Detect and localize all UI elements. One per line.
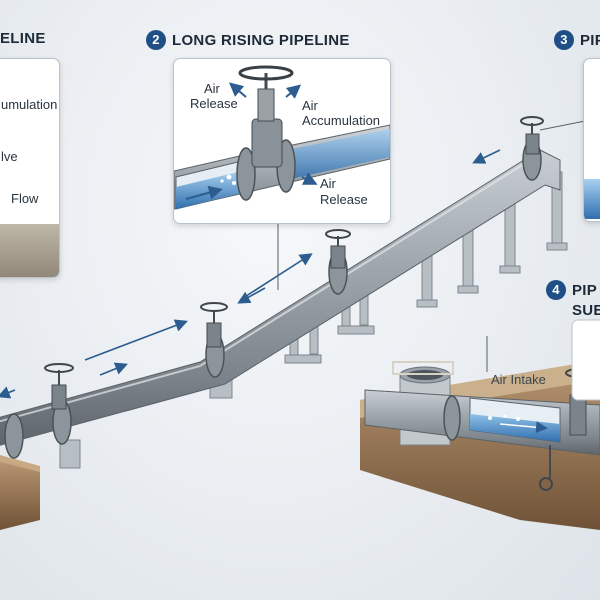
valve-4 [520, 116, 544, 155]
flow-arrows [0, 149, 501, 399]
section-2-title-text: LONG RISING PIPELINE [172, 32, 350, 49]
air-accumulation-label-1: Air [302, 98, 318, 113]
section-4-title-line2: SUE [572, 302, 600, 319]
section-2-badge: 2 [146, 30, 166, 50]
callout-4-frame [571, 319, 600, 401]
section-3-title: 3 PIP [554, 30, 600, 50]
callout-3-leader-line [539, 119, 591, 131]
section-4-title: 4 PIP SUE [546, 280, 600, 321]
air-release-label-right-1: Air [320, 176, 336, 191]
left-callout-pipe-image [0, 224, 59, 277]
section-3-callout [583, 58, 600, 222]
air-release-label-right-2: Release [320, 192, 368, 207]
valve-1 [44, 363, 74, 410]
air-accumulation-label-2: Accumulation [302, 113, 381, 128]
section-1-title: ELINE [0, 30, 46, 47]
valve-3 [325, 229, 351, 269]
air-release-label-left-2: Release [190, 96, 238, 111]
main-callout: Air Release Air Accumulation Air Release [173, 58, 391, 224]
section-4-badge: 4 [546, 280, 566, 300]
left-callout: umulation lve Flow [0, 58, 60, 278]
drain-valve [539, 445, 553, 491]
left-callout-accumulation: umulation [1, 97, 58, 112]
buried-pipe-cutaway [469, 397, 561, 443]
section-3-title-text: PIP [580, 32, 600, 49]
left-callout-valve: lve [1, 149, 18, 164]
air-intake-label: Air Intake [491, 372, 546, 387]
section-1-title-text: ELINE [0, 30, 46, 47]
main-callout-illustration [174, 65, 390, 210]
section-3-callout-water [584, 179, 600, 219]
left-callout-flow: Flow [11, 191, 39, 206]
section-4-title-line1: PIP [572, 282, 598, 299]
valve-2 [200, 302, 228, 348]
section-3-badge: 3 [554, 30, 574, 50]
section-2-title: 2 LONG RISING PIPELINE [146, 30, 350, 50]
air-release-label-left-1: Air [204, 81, 220, 96]
left-soil-base [0, 455, 40, 530]
